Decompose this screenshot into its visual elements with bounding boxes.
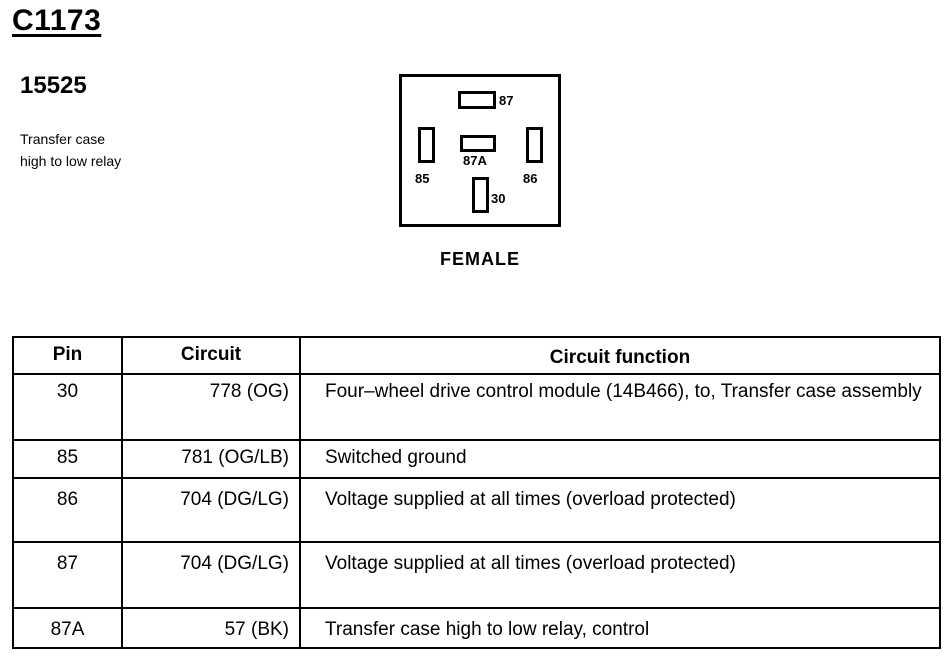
cell-circuit: 704 (DG/LG) <box>121 477 301 543</box>
description-line-2: high to low relay <box>20 153 122 169</box>
cell-function: Voltage supplied at all times (overload … <box>299 541 941 609</box>
cell-circuit: 781 (OG/LB) <box>121 439 301 479</box>
pin-30-label: 30 <box>491 191 506 206</box>
cell-function: Transfer case high to low relay, control <box>299 607 941 649</box>
header-pin: Pin <box>12 336 123 375</box>
cell-circuit: 704 (DG/LG) <box>121 541 301 609</box>
pin-86-terminal <box>526 127 543 163</box>
pin-87a-label: 87A <box>463 153 487 168</box>
connector-id: C1173 <box>12 4 102 37</box>
description-line-1: Transfer case <box>20 131 106 147</box>
header-circuit: Circuit <box>121 336 301 375</box>
part-number: 15525 <box>20 72 87 99</box>
cell-pin: 85 <box>12 439 123 479</box>
table-header-row: Pin Circuit Circuit function <box>12 336 941 375</box>
connector-face-diagram: 87 87A 85 86 30 <box>399 74 561 227</box>
pin-86-label: 86 <box>523 171 538 186</box>
cell-function: Four–wheel drive control module (14B466)… <box>299 373 941 441</box>
connector-gender-label: FEMALE <box>440 249 520 269</box>
table-row: 30 778 (OG) Four–wheel drive control mod… <box>12 373 941 441</box>
pin-87-label: 87 <box>499 93 514 108</box>
cell-circuit: 778 (OG) <box>121 373 301 441</box>
cell-function: Voltage supplied at all times (overload … <box>299 477 941 543</box>
pin-87-terminal <box>458 91 496 109</box>
table-row: 85 781 (OG/LB) Switched ground <box>12 439 941 479</box>
cell-function: Switched ground <box>299 439 941 479</box>
pin-85-label: 85 <box>415 171 430 186</box>
table-row: 87A 57 (BK) Transfer case high to low re… <box>12 607 941 649</box>
cell-pin: 87A <box>12 607 123 649</box>
cell-pin: 30 <box>12 373 123 441</box>
cell-pin: 87 <box>12 541 123 609</box>
pinout-table: Pin Circuit Circuit function 30 778 (OG)… <box>12 336 941 649</box>
header-circuit-function: Circuit function <box>299 336 941 375</box>
pin-85-terminal <box>418 127 435 163</box>
cell-pin: 86 <box>12 477 123 543</box>
table-row: 86 704 (DG/LG) Voltage supplied at all t… <box>12 477 941 543</box>
pin-30-terminal <box>472 177 489 213</box>
table-row: 87 704 (DG/LG) Voltage supplied at all t… <box>12 541 941 609</box>
cell-circuit: 57 (BK) <box>121 607 301 649</box>
pin-87a-terminal <box>460 135 496 152</box>
